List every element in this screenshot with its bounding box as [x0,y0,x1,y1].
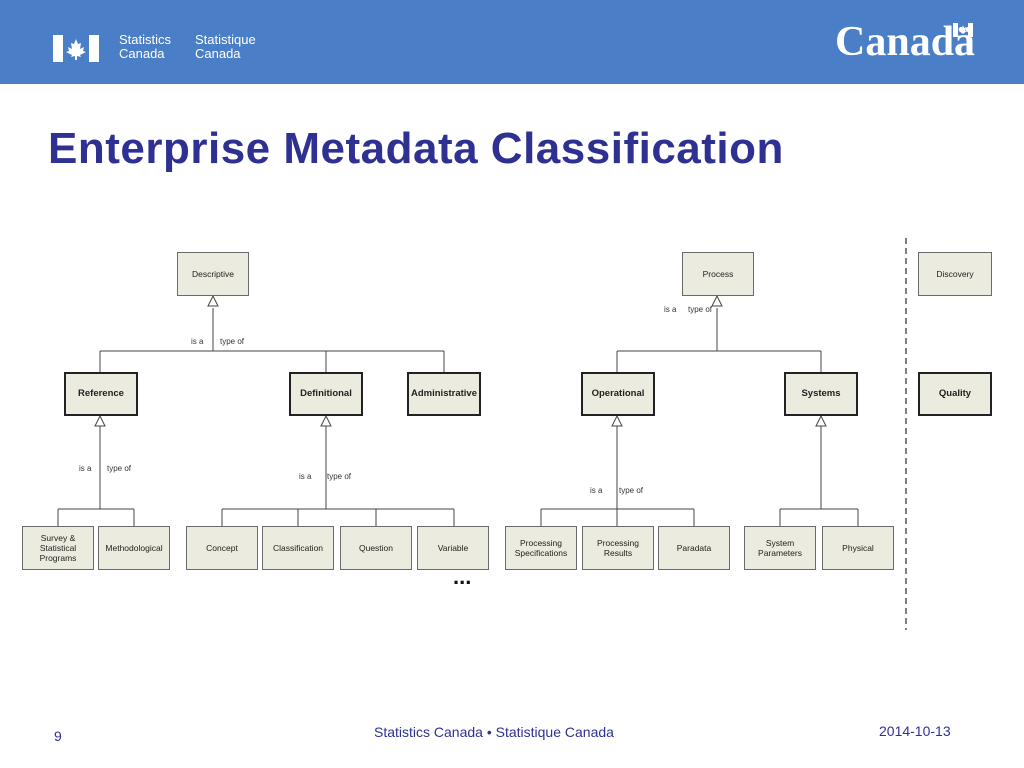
node-discovery: Discovery [918,252,992,296]
label-is-a: is a [664,305,677,314]
node-classification: Classification [262,526,334,570]
canada-flag-icon [53,35,99,62]
wordmark-flag-icon [953,23,973,37]
ellipsis-more: ... [453,564,472,589]
header-banner: Statistics Canada Statistique Canada Can… [0,0,1024,84]
label-type-of: type of [688,305,713,314]
node-methodological: Methodological [98,526,170,570]
node-system-parameters: System Parameters [744,526,816,570]
node-physical: Physical [822,526,894,570]
slide-title: Enterprise Metadata Classification [48,124,784,173]
diagram-connectors [57,238,907,630]
node-operational: Operational [581,372,655,416]
node-question: Question [340,526,412,570]
page-number: 9 [54,728,62,744]
metadata-classification-diagram: Descriptive is a type of Reference Defin… [20,230,1004,640]
label-is-a: is a [79,464,92,473]
node-processing-specifications: Processing Specifications [505,526,577,570]
canada-wordmark: Canadä [835,19,976,65]
label-is-a: is a [590,486,603,495]
footer-agency-text: Statistics Canada • Statistique Canada [374,724,614,740]
label-type-of: type of [619,486,644,495]
node-variable: Variable [417,526,489,570]
node-administrative: Administrative [407,372,481,416]
node-paradata: Paradata [658,526,730,570]
agency-name-english: Statistics Canada [119,32,172,61]
node-concept: Concept [186,526,258,570]
node-quality: Quality [918,372,992,416]
node-process: Process [682,252,754,296]
label-is-a: is a [191,337,204,346]
node-descriptive: Descriptive [177,252,249,296]
node-definitional: Definitional [289,372,363,416]
node-reference: Reference [64,372,138,416]
label-type-of: type of [327,472,352,481]
label-is-a: is a [299,472,312,481]
label-type-of: type of [220,337,245,346]
node-processing-results: Processing Results [582,526,654,570]
label-type-of: type of [107,464,132,473]
agency-name-french: Statistique Canada [195,32,256,61]
footer-date: 2014-10-13 [879,723,951,739]
node-survey-statistical-programs: Survey & Statistical Programs [22,526,94,570]
node-systems: Systems [784,372,858,416]
